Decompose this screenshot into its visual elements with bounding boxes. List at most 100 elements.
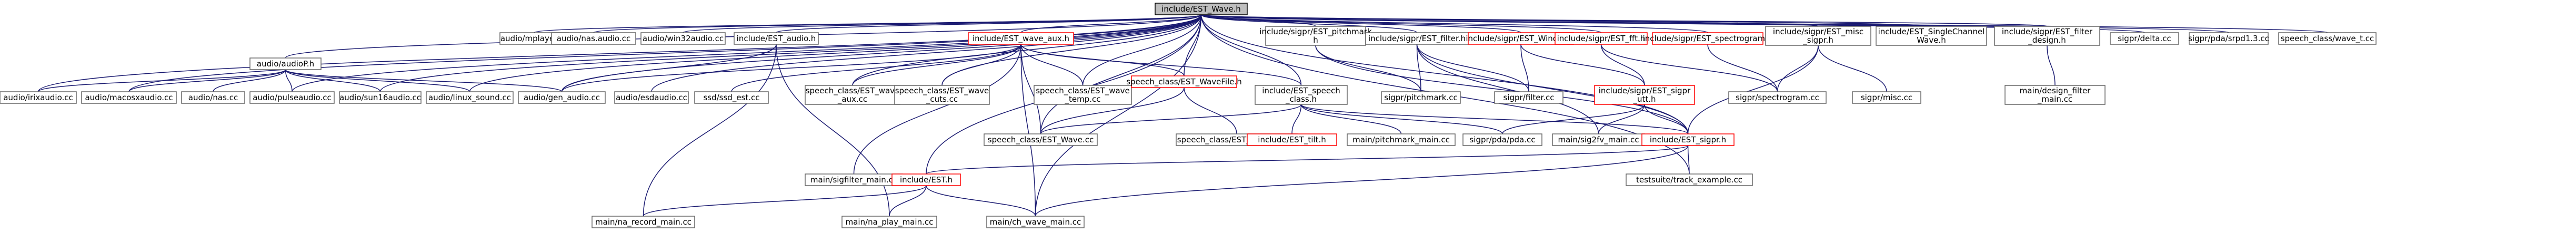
node-label: main/ch_wave_main.cc	[990, 217, 1081, 227]
node-root[interactable]: include/EST_Wave.h	[1155, 3, 1248, 15]
node-est-audio-h[interactable]: include/EST_audio.h	[734, 32, 819, 45]
node-box	[1255, 85, 1348, 105]
node-macosxaudio[interactable]: audio/macosxaudio.cc	[81, 91, 177, 104]
node-sigpr-fft[interactable]: include/sigpr/EST_fft.h	[1555, 32, 1648, 45]
node-track-example[interactable]: testsuite/track_example.cc	[1626, 173, 1753, 186]
node-label: Wave.h	[1917, 35, 1946, 45]
node-label: _utt.h	[1632, 94, 1656, 104]
node-wave-cc[interactable]: speech_class/EST_Wave.cc	[984, 133, 1098, 146]
node-gen-audio[interactable]: audio/gen_audio.cc	[518, 91, 606, 104]
node-est-tilt[interactable]: include/EST_tilt.h	[1247, 133, 1337, 146]
node-pitchmark-main[interactable]: main/pitchmark_main.cc	[1347, 133, 1456, 146]
edge-root-to-speech_class_h	[1200, 14, 1302, 86]
edge-wave_aux_h-to-ssd	[731, 44, 1021, 92]
node-box	[0, 91, 77, 104]
edge-sigpr_h-to-sigpr_pda_cc	[1502, 104, 1645, 134]
edge-sigpr_fft-to-spectrogram_cc	[1600, 44, 1778, 92]
node-wave-io[interactable]: speech_class/wave_t.cc	[2278, 32, 2377, 45]
node-sigpr-pda[interactable]: sigpr/pda/srpd1.3.cc	[2188, 32, 2269, 45]
node-sigpr-delta[interactable]: sigpr/delta.cc	[2110, 32, 2179, 45]
graph-nodes: include/EST_Wave.haudio/audioP.haudio/mp…	[0, 3, 2377, 228]
edge-root-to-est_sigpr_h	[1200, 14, 1689, 134]
node-label: main/pitchmark_main.cc	[1352, 135, 1450, 145]
edge-wave_aux_h-to-wave_aux_cc	[852, 44, 1021, 86]
node-wavefile-h[interactable]: speech_class/EST_WaveFile.h	[1126, 75, 1242, 88]
node-box	[81, 91, 177, 104]
node-sig2fv-main[interactable]: main/sig2fv_main.cc	[1552, 133, 1645, 146]
node-wave-aux-h[interactable]: include/EST_wave_aux.h	[968, 32, 1074, 45]
node-est-h[interactable]: include/EST.h	[891, 173, 961, 186]
node-label: include/EST_SingleChannel	[1878, 27, 1985, 37]
node-nas-cc[interactable]: audio/nas.cc	[181, 91, 245, 104]
edge-root-to-mplayer	[534, 14, 1202, 33]
node-pulseaudio[interactable]: audio/pulseaudio.cc	[249, 91, 335, 104]
node-label: audio/audioP.h	[257, 59, 314, 69]
node-label: audio/esdaudio.cc	[616, 93, 687, 102]
node-ssd[interactable]: ssd/ssd_est.cc	[694, 91, 769, 104]
edge-root-to-irixaudio	[37, 14, 1202, 92]
node-wave-cuts[interactable]: speech_class/EST_wave_cuts.cc	[894, 85, 990, 105]
node-na-play[interactable]: main/na_play_main.cc	[841, 216, 937, 228]
node-wave-aux-cc[interactable]: speech_class/EST_wave_aux.cc	[805, 85, 900, 105]
edge-est_audio_h-to-na_play	[776, 44, 890, 217]
node-label: include/sigpr/EST_filter.h	[1368, 34, 1466, 44]
edge-root-to-esd	[651, 14, 1202, 92]
node-box	[1652, 32, 1763, 45]
node-sigpr-misc[interactable]: include/sigpr/EST_misc_sigpr.h	[1765, 26, 1871, 46]
node-spectrogram-cc[interactable]: sigpr/spectrogram.cc	[1728, 91, 1827, 104]
dependency-edges	[37, 14, 2328, 217]
edge-root-to-wave_cuts	[941, 14, 1202, 86]
node-label: include/sigpr/EST_sigpr	[1599, 86, 1691, 96]
edge-root-to-wave_aux_cc	[852, 14, 1202, 86]
edge-root-to-wave_temp	[1082, 14, 1202, 86]
node-box	[339, 91, 422, 104]
node-pitchmark-cc[interactable]: sigpr/pitchmark.cc	[1381, 91, 1461, 104]
node-audio-h[interactable]: audio/audioP.h	[249, 57, 322, 70]
node-box	[2189, 32, 2269, 45]
node-win32audio[interactable]: audio/win32audio.cc	[640, 32, 726, 45]
node-filter-design-h[interactable]: include/sigpr/EST_filter_design.h	[1994, 26, 2100, 46]
node-sigpr-filter[interactable]: include/sigpr/EST_filter.h	[1365, 32, 1469, 45]
node-box	[1155, 3, 1248, 15]
node-filter-design-main[interactable]: main/design_filter_main.cc	[2004, 85, 2106, 105]
node-sigpr-window[interactable]: include/sigpr/EST_Window.h	[1466, 32, 1576, 45]
node-filter-cc[interactable]: sigpr/filter.cc	[1494, 91, 1563, 104]
node-box	[1462, 133, 1542, 146]
edge-root-to-macosxaudio	[128, 14, 1202, 92]
node-na-record[interactable]: main/na_record_main.cc	[592, 216, 695, 228]
node-nasaudio[interactable]: audio/nas.audio.cc	[551, 32, 636, 45]
node-label: sigpr/spectrogram.cc	[1736, 93, 1819, 102]
node-label: main/sigfilter_main.cc	[810, 175, 897, 185]
node-box	[592, 216, 695, 228]
node-esd[interactable]: audio/esdaudio.cc	[614, 91, 689, 104]
edge-sigpr_spectrogram-to-spectrogram_cc	[1707, 44, 1778, 92]
node-box	[249, 91, 335, 104]
node-wave-temp[interactable]: speech_class/EST_wave_temp.cc	[1034, 85, 1132, 105]
node-label: sigpr/misc.cc	[1861, 93, 1912, 102]
node-box	[426, 91, 514, 104]
node-sigfilter-main[interactable]: main/sigfilter_main.cc	[805, 173, 903, 186]
edge-wave_aux_h-to-wave_cc	[1020, 44, 1041, 134]
node-sigpr-spectrogram[interactable]: include/sigpr/EST_spectrogram.h	[1643, 32, 1773, 45]
node-linux-sound[interactable]: audio/linux_sound.cc	[426, 91, 514, 104]
node-misc-cc[interactable]: sigpr/misc.cc	[1852, 91, 1921, 104]
node-label: audio/macosxaudio.cc	[85, 93, 173, 102]
edge-wave_aux_h-to-speech_class_h	[1020, 44, 1302, 86]
edge-sigpr_h-to-sig2fv_main	[1598, 104, 1645, 134]
node-sigpr-h[interactable]: include/sigpr/EST_sigpr_utt.h	[1594, 85, 1695, 105]
node-box	[1555, 32, 1648, 45]
node-sun16audio[interactable]: audio/sun16audio.cc	[339, 91, 422, 104]
node-sigpr-pda-cc[interactable]: sigpr/pda/pda.cc	[1462, 133, 1542, 146]
edge-root-to-wave_cc	[1040, 14, 1202, 134]
edge-sigpr_filter-to-est_sigpr_h	[1416, 44, 1689, 134]
node-est-sigpr-h[interactable]: include/EST_sigpr.h	[1641, 133, 1735, 146]
node-speech-class-h[interactable]: include/EST_speech_class.h	[1255, 85, 1348, 105]
node-irixaudio[interactable]: audio/irixaudio.cc	[0, 91, 77, 104]
node-ch-wave[interactable]: main/ch_wave_main.cc	[986, 216, 1085, 228]
node-label: audio/nas.cc	[188, 93, 238, 102]
node-label: include/sigpr/EST_fft.h	[1557, 34, 1646, 44]
node-box	[1876, 26, 1987, 46]
node-box	[518, 91, 606, 104]
